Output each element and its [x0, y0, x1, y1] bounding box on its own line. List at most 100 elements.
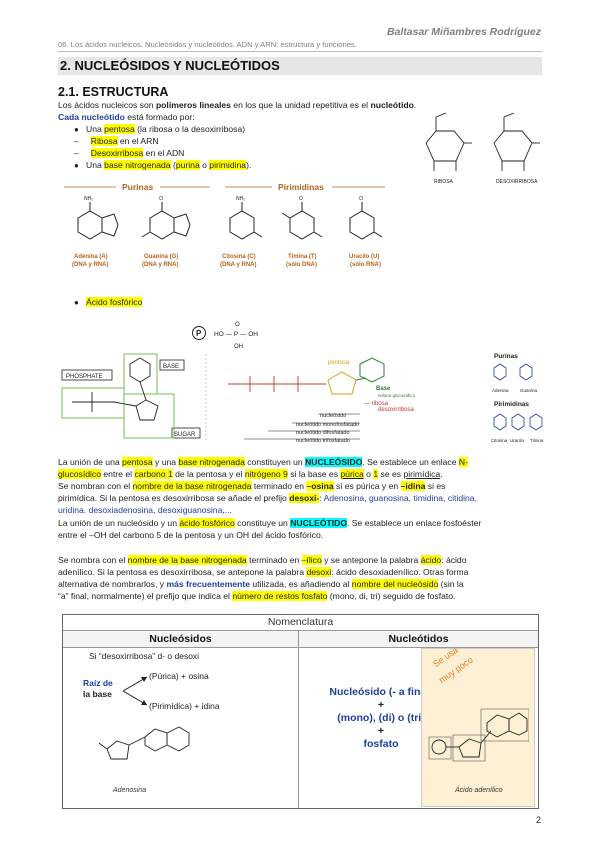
- body-run: base nitrogenada: [178, 457, 245, 467]
- ribose-ring: [425, 130, 465, 162]
- formula-bottom: OH: [234, 344, 243, 350]
- body-run: adenílico. Si la pentosa es desoxirribos…: [58, 567, 307, 577]
- col-nucleosidos: Nucleósidos: [63, 631, 299, 648]
- body-run: –osina: [306, 481, 334, 491]
- body-run: N-: [458, 457, 468, 467]
- thumb-citosina-label: Citosina: [491, 438, 508, 443]
- plus-sign-1: +: [377, 699, 385, 711]
- body-run: nombre del nucleósido: [351, 579, 439, 589]
- base-nucleotide-label: Base: [376, 386, 391, 392]
- body-run: –idina: [400, 481, 426, 491]
- intro-term-cada-nucleotido: Cada nucleótido: [58, 112, 125, 122]
- term-purina: purina: [175, 160, 200, 170]
- o-label: O: [299, 196, 303, 202]
- body-run: .: [440, 469, 443, 479]
- ribosa-label: — ribosa: [364, 401, 389, 407]
- pirimidinas-heading: Pirimidinas: [278, 182, 324, 192]
- acido-adenilico-panel: [421, 648, 535, 807]
- body-run: y una: [152, 457, 179, 467]
- bullet-text: Una: [86, 124, 105, 134]
- body-run: . Se establece un enlace: [362, 457, 459, 467]
- header-subtitle: 06. Los ácidos nucleicos. Nucleósidos y …: [58, 40, 357, 49]
- o-label: O: [359, 196, 363, 202]
- term-pirimidina: pirimidina: [209, 160, 247, 170]
- nh2-label: NH₂: [236, 196, 245, 202]
- intro-term-nucleotido: nucleótido: [370, 100, 414, 110]
- header-divider: [58, 51, 542, 52]
- guanina-source: (DNA y RNA): [142, 262, 178, 268]
- body-run: pirimídica. Si la pentosa es desoxirribo…: [58, 493, 290, 503]
- body-run: terminado en: [251, 481, 307, 491]
- bases-thumbnail-figure: Purinas Adenina Guanina Pirimidinas Cito…: [491, 353, 544, 443]
- body-run: si es: [425, 481, 446, 491]
- intro-text: en los que la unidad repetitiva es el: [230, 100, 371, 110]
- bullet-text: ).: [246, 160, 252, 170]
- term-pentosa: pentosa: [104, 124, 135, 134]
- bullet-text: o: [199, 160, 210, 170]
- body-run: desoxi-: [289, 493, 320, 503]
- la-base-label: la base: [83, 689, 112, 699]
- nh2-label: NH₂: [84, 196, 93, 202]
- timina-label: Timina (T): [288, 254, 317, 260]
- term-desoxirribosa: Desoxirribosa: [90, 148, 144, 158]
- body-run: 1: [373, 469, 379, 479]
- acido-adenilico-caption: Ácido adenílico: [455, 787, 503, 794]
- body-run: La unión de un nucleósido y un: [58, 518, 180, 528]
- nucleotido-trifosfatado-label: nucleótido trifosfatado: [296, 438, 350, 444]
- nucleosido-rule: Nucleósido (- a final): [329, 686, 433, 698]
- bullet-dot: ●: [74, 161, 79, 170]
- body-run: ácido fosfórico: [179, 518, 235, 528]
- intro-text: Los ácidos nucleicos son: [58, 100, 156, 110]
- guanine-ring: [149, 210, 175, 240]
- nomenclatura-table: Nomenclatura Nucleósidos Nucleótidos Si …: [62, 614, 539, 809]
- dash-desoxirribosa: – Desoxirribosa en el ADN: [74, 148, 184, 160]
- body-run: “a” final, normalmente) el prefijo que i…: [58, 591, 233, 601]
- body-line-3: Se nombran con el nombre de la base nitr…: [58, 481, 445, 493]
- sugar-structures-figure: RIBOSA DESOXIRRIBOSA: [425, 112, 540, 185]
- guanina-label: Guanina (G): [144, 254, 178, 260]
- section-title: 2. NUCLEÓSIDOS Y NUCLEÓTIDOS: [60, 58, 280, 73]
- body-run: NUCLEÓTIDO: [290, 518, 348, 528]
- term-ribosa: Ribosa: [90, 136, 118, 146]
- body-run: NUCLEÓSIDO: [305, 457, 363, 467]
- body-run: –ílico: [301, 555, 322, 565]
- bullet-text: (: [170, 160, 176, 170]
- subsection-title: 2.1. ESTRUCTURA: [58, 85, 169, 99]
- adenina-source: (DNA y RNA): [72, 262, 108, 268]
- dash-mark: –: [74, 148, 79, 158]
- body-run: constituye un: [234, 518, 291, 528]
- dash-text: en el ARN: [117, 136, 159, 146]
- timina-source: (sólo DNA): [286, 262, 317, 268]
- body-line-2: glucosídico entre el carbono 1 de la pen…: [58, 469, 443, 481]
- branch-arrows: [122, 676, 148, 706]
- adenosina-caption: Adenosina: [113, 787, 147, 794]
- uracil-ring: [349, 210, 375, 240]
- phosphate-symbol: P: [196, 329, 202, 338]
- body-run: si es púrica y en: [333, 481, 401, 491]
- plus-sign-2: +: [377, 725, 385, 737]
- enlace-glucosidico-label: enlace glucosídico: [378, 393, 416, 398]
- body-run: entre el –OH del carbono 5 de la pentosa…: [58, 530, 324, 540]
- pentosa-label: pentosa: [328, 360, 350, 366]
- thumb-guanina-label: Guanina: [520, 388, 538, 393]
- ribosa-label: RIBOSA: [434, 179, 454, 185]
- nucleosido-label: nucleósido: [320, 413, 346, 419]
- body-line-6: La unión de un nucleósido y un ácido fos…: [58, 518, 481, 530]
- nucleotide-structure-figure: PHOSPHATE BASE SUGAR pentosa Base enlace…: [61, 353, 416, 444]
- uracilo-source: (sólo RNA): [350, 262, 381, 268]
- dash-ribosa: – Ribosa en el ARN: [74, 136, 159, 148]
- body-run: uridina. desoxiadenosina, desoxiguanosin…: [58, 505, 232, 515]
- o-label: O: [159, 196, 163, 202]
- body-line-7: entre el –OH del carbono 5 de la pentosa…: [58, 530, 323, 542]
- body-run: La unión de una: [58, 457, 123, 467]
- citosina-label: Citosina (C): [222, 254, 256, 260]
- intro-text: está formado por:: [124, 112, 195, 122]
- body-run: pentosa: [122, 457, 153, 467]
- body-run: (mono, di, tri) seguido de fosfato.: [327, 591, 456, 601]
- body-line-11: “a” final, normalmente) el prefijo que i…: [58, 591, 455, 603]
- body-run: utilizada, es añadiendo al: [250, 579, 352, 589]
- deoxyribose-ring: [493, 130, 533, 162]
- body-run: nitrógeno 9: [244, 469, 288, 479]
- purinas-heading: Purinas: [122, 182, 153, 192]
- body-line-10: alternativa de nombrarlos, y más frecuen…: [58, 579, 464, 591]
